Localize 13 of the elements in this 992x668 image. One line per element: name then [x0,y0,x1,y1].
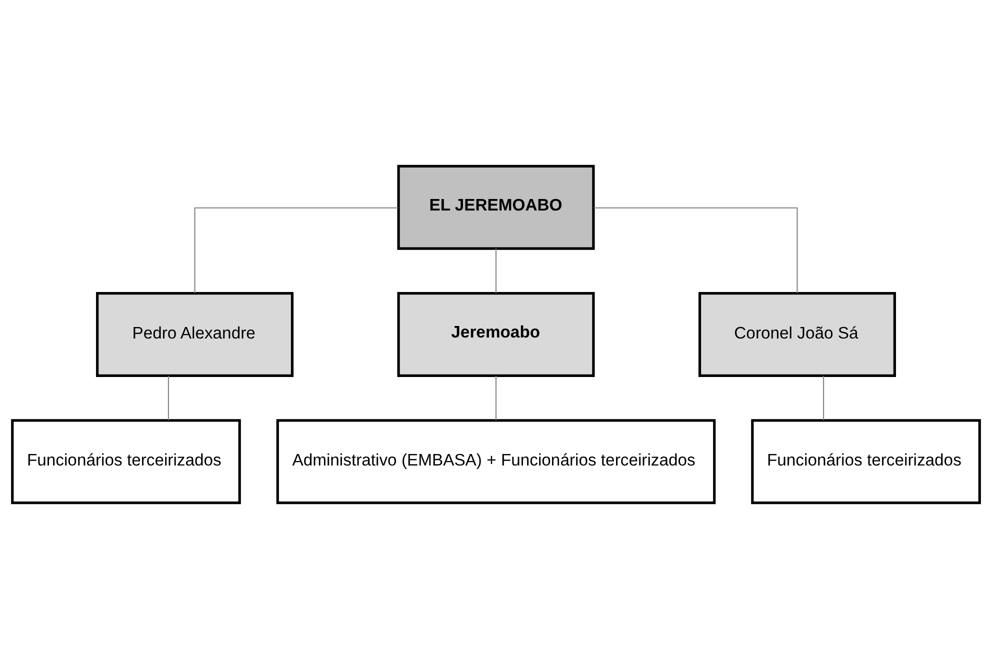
connector [594,206,798,293]
node-box: Coronel João Sá [698,292,896,376]
node-box: Funcionários terceirizados [751,418,981,504]
node-box: Pedro Alexandre [96,292,294,376]
connector [495,375,497,420]
node-box: Jeremoabo [397,292,595,376]
connector [495,248,497,292]
connector [823,375,824,420]
node-box: Funcionários terceirizados [11,418,241,504]
node-box: Administrativo (EMBASA) + Funcionários terceirizados [276,418,716,504]
node-box: EL JEREMOABO [397,164,595,250]
connector [168,375,169,420]
connector [194,206,398,293]
